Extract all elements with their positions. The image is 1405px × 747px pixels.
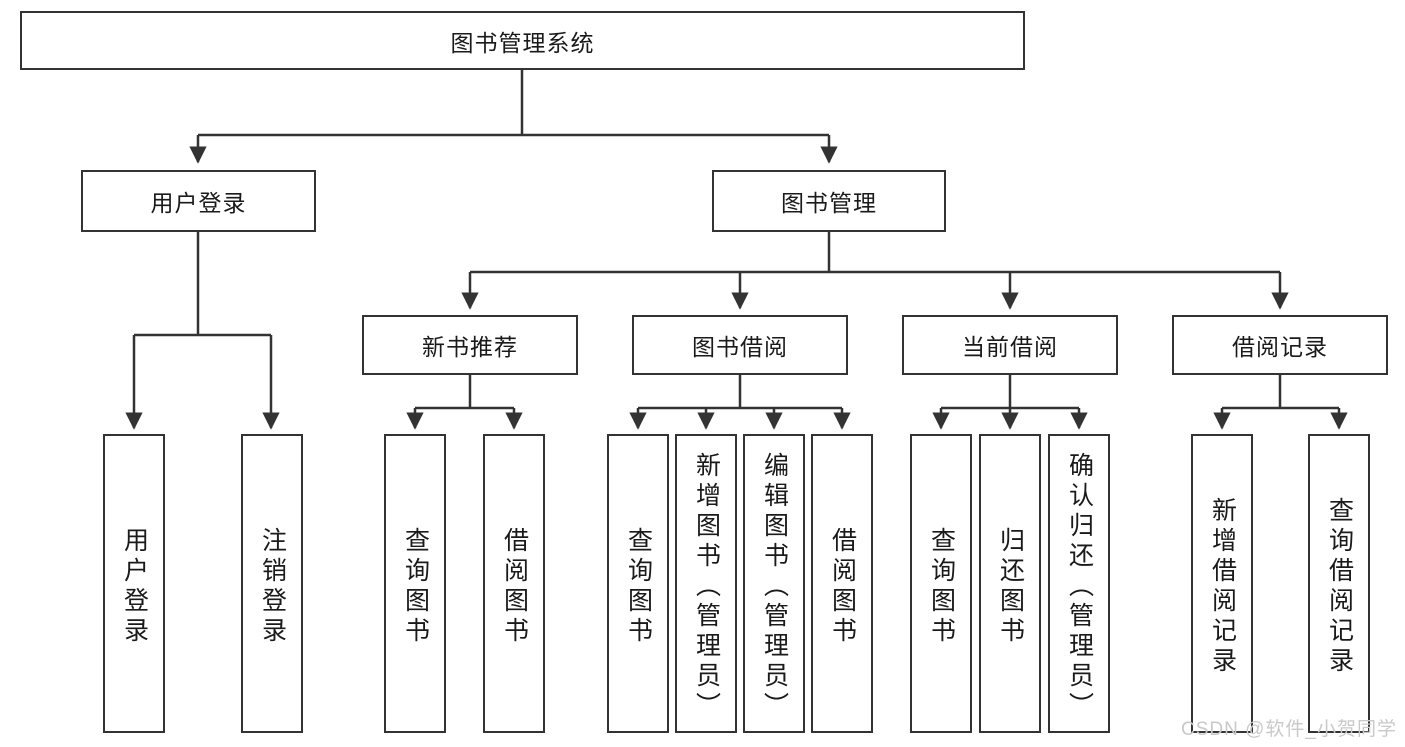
leaf-borrow-book-recommend[interactable]: 借阅图书 <box>483 434 545 733</box>
node-label: 查询借阅记录 <box>1325 496 1354 677</box>
node-new-book-recommend[interactable]: 新书推荐 <box>362 315 578 375</box>
node-book-management[interactable]: 图书管理 <box>712 170 946 232</box>
node-user-login[interactable]: 用户登录 <box>81 170 316 232</box>
node-label: 新增图书（管理员） <box>692 451 721 722</box>
leaf-query-borrow-record[interactable]: 查询借阅记录 <box>1308 434 1370 733</box>
leaf-query-book-current[interactable]: 查询图书 <box>910 434 972 733</box>
node-label: 图书管理系统 <box>450 29 595 56</box>
leaf-return-book[interactable]: 归还图书 <box>979 434 1041 733</box>
leaf-query-book[interactable]: 查询图书 <box>607 434 669 733</box>
node-label: 图书借阅 <box>692 334 788 360</box>
node-label: 归还图书 <box>996 526 1025 647</box>
leaf-confirm-return-admin[interactable]: 确认归还（管理员） <box>1048 434 1110 733</box>
node-label: 新书推荐 <box>422 334 518 360</box>
node-label: 查询图书 <box>401 526 430 647</box>
node-label: 新增借阅记录 <box>1208 496 1237 677</box>
node-label: 注销登录 <box>258 526 287 647</box>
node-label: 借阅图书 <box>828 526 857 647</box>
node-label: 确认归还（管理员） <box>1065 451 1094 722</box>
node-label: 编辑图书（管理员） <box>760 451 789 722</box>
node-borrow-record[interactable]: 借阅记录 <box>1172 315 1388 375</box>
leaf-user-login[interactable]: 用户登录 <box>103 434 165 733</box>
node-label: 图书管理 <box>781 190 877 216</box>
leaf-edit-book-admin[interactable]: 编辑图书（管理员） <box>743 434 805 733</box>
csdn-watermark: CSDN @软件_小贺同学 <box>1181 719 1397 740</box>
node-label: 当前借阅 <box>962 334 1058 360</box>
node-label: 查询图书 <box>927 526 956 647</box>
node-label: 用户登录 <box>150 190 247 216</box>
leaf-add-book-admin[interactable]: 新增图书（管理员） <box>675 434 737 733</box>
node-label: 借阅记录 <box>1232 334 1328 360</box>
node-label: 借阅图书 <box>500 526 529 647</box>
leaf-borrow-book[interactable]: 借阅图书 <box>811 434 873 733</box>
node-current-borrow[interactable]: 当前借阅 <box>902 315 1118 375</box>
leaf-query-book-recommend[interactable]: 查询图书 <box>384 434 446 733</box>
node-root[interactable]: 图书管理系统 <box>20 11 1025 70</box>
node-label: 查询图书 <box>624 526 653 647</box>
leaf-add-borrow-record[interactable]: 新增借阅记录 <box>1191 434 1253 733</box>
node-label: 用户登录 <box>120 526 149 647</box>
leaf-logout[interactable]: 注销登录 <box>241 434 303 733</box>
node-book-borrow[interactable]: 图书借阅 <box>632 315 848 375</box>
